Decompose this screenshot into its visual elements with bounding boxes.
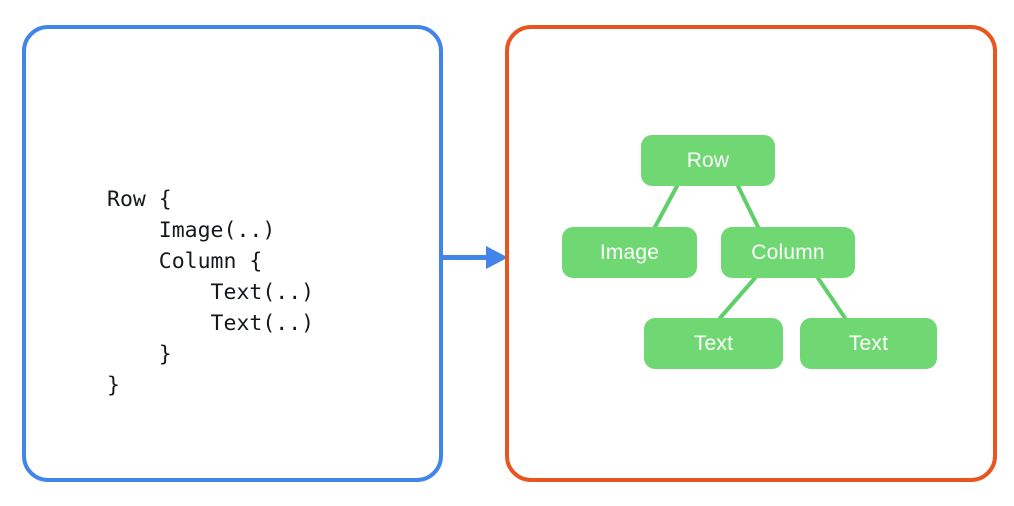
tree-node-text-2[interactable]: Text xyxy=(800,318,937,369)
right-arrow-icon xyxy=(440,246,508,269)
edge-column-text1 xyxy=(718,276,757,320)
tree-node-image[interactable]: Image xyxy=(562,227,697,278)
edge-row-column xyxy=(736,184,760,229)
edge-row-image xyxy=(653,184,679,229)
tree-node-text-1[interactable]: Text xyxy=(644,318,783,369)
edge-column-text2 xyxy=(816,276,847,320)
tree-node-column[interactable]: Column xyxy=(721,227,855,278)
compose-source-code: Row { Image(..) Column { Text(..) Text(.… xyxy=(107,187,315,398)
tree-node-row[interactable]: Row xyxy=(641,135,775,186)
code-panel: Row { Image(..) Column { Text(..) Text(.… xyxy=(22,25,443,482)
tree-edges xyxy=(653,184,847,320)
